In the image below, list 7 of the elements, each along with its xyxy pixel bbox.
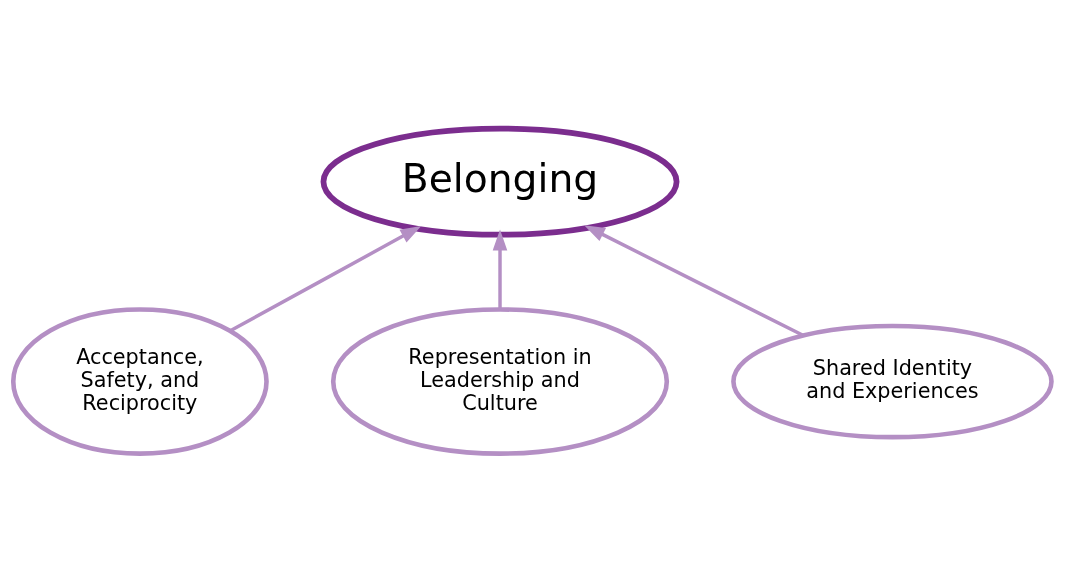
arrow — [229, 226, 422, 333]
arrow — [492, 229, 508, 310]
node-ellipse: Belonging — [320, 125, 680, 238]
node-ellipse: Acceptance, Safety, and Reciprocity — [10, 307, 269, 456]
node-ellipse: Representation in Leadership and Culture — [330, 307, 670, 456]
node-ellipse: Shared Identity and Experiences — [731, 323, 1054, 440]
arrow — [584, 225, 804, 337]
